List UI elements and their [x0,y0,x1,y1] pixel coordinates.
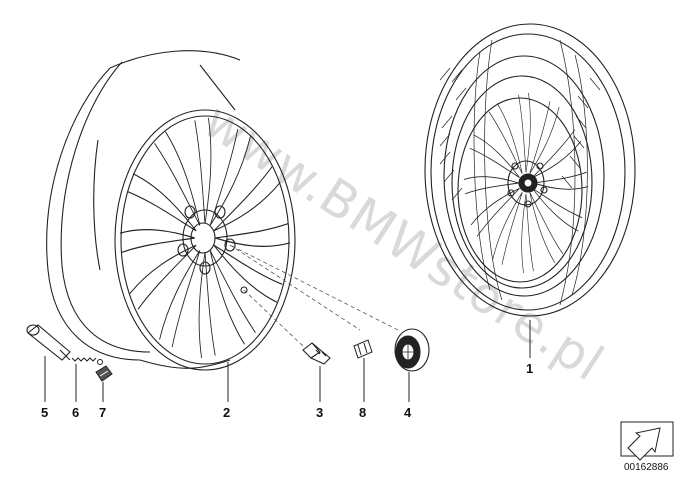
callout-8: 8 [359,405,366,420]
callout-4: 4 [404,405,412,420]
assembly-guide-lines [229,244,399,349]
valve-cap [95,365,113,382]
valve-insert [71,357,103,365]
callout-6: 6 [72,405,79,420]
reference-number: 00162886 [624,462,669,473]
balance-weight [353,339,373,359]
callout-7: 7 [99,405,106,420]
orientation-box [620,421,674,461]
light-alloy-rim [46,50,296,371]
callout-leaders [44,320,531,402]
callout-3: 3 [316,405,323,420]
hub-cap [394,328,430,372]
callout-1: 1 [526,361,533,376]
complete-wheel-with-tire [424,23,636,317]
callout-5: 5 [41,405,48,420]
tire-valve [26,324,71,361]
arrow-icon [627,427,661,461]
wheel-bolt [302,342,331,365]
callout-2: 2 [223,405,230,420]
